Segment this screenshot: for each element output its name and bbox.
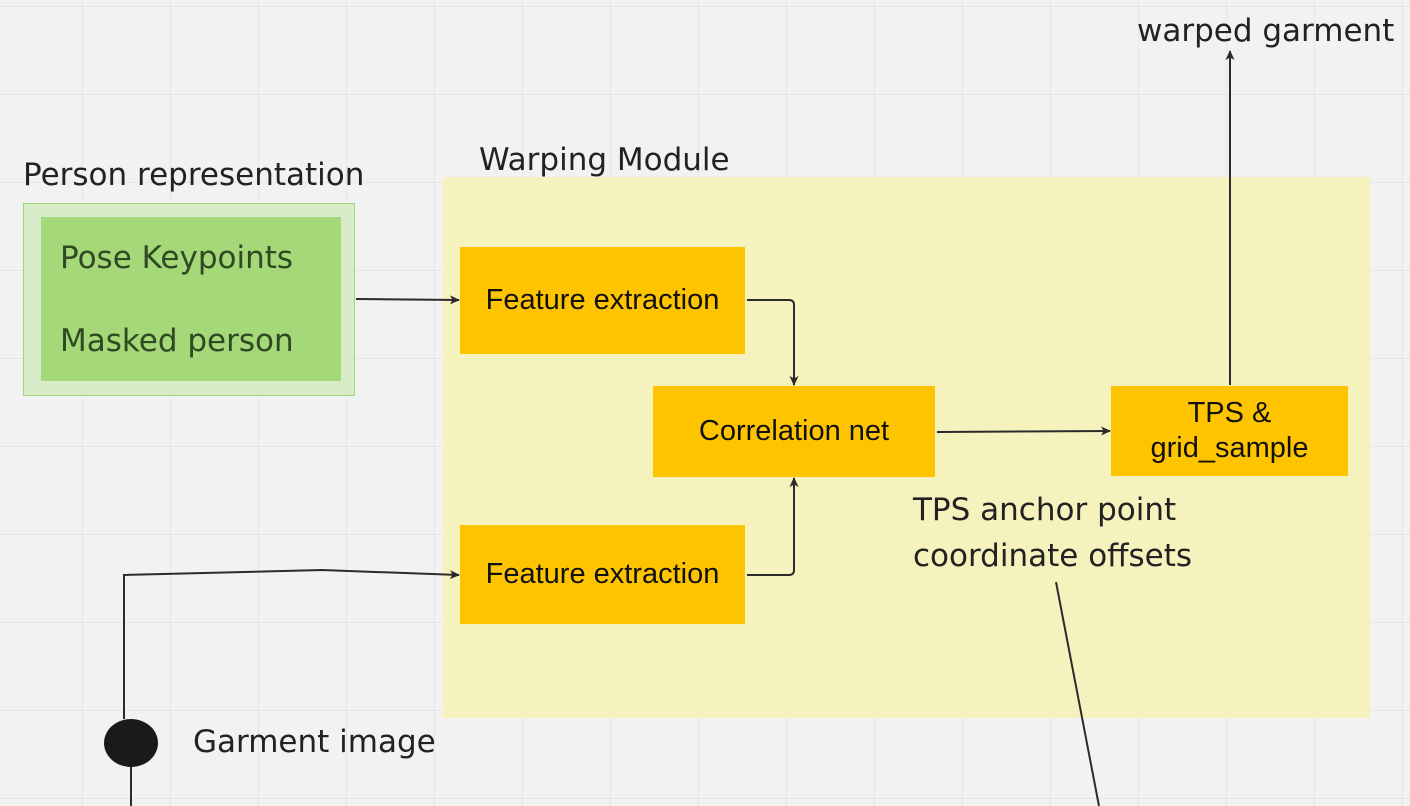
arrow-garment-to-feature-bottom (123, 568, 460, 719)
offsets-label-line1: TPS anchor point (913, 492, 1177, 528)
warped-garment-label: warped garment (1137, 13, 1395, 49)
tps-label-line1: TPS & (1187, 397, 1272, 429)
person-inputs-box[interactable] (41, 217, 341, 381)
offsets-pointer-line (1055, 581, 1100, 806)
masked-person-label: Masked person (60, 323, 294, 359)
pose-keypoints-label: Pose Keypoints (60, 240, 294, 276)
feature-extraction-top-block[interactable]: Feature extraction (460, 247, 745, 354)
arrow-person-to-feature-top (355, 295, 460, 305)
feature-extraction-top-label: Feature extraction (485, 284, 720, 316)
arrow-feature-bottom-to-correlation (747, 477, 799, 576)
feature-extraction-bottom-block[interactable]: Feature extraction (460, 525, 745, 624)
warping-module-title: Warping Module (479, 142, 730, 178)
tps-label-line2: grid_sample (1150, 432, 1309, 464)
arrow-feature-top-to-correlation (747, 299, 799, 386)
arrow-correlation-to-tps (936, 426, 1111, 436)
correlation-net-block[interactable]: Correlation net (653, 386, 935, 477)
garment-input-node[interactable] (104, 719, 158, 767)
feature-extraction-bottom-label: Feature extraction (485, 558, 720, 590)
garment-image-label: Garment image (193, 724, 436, 760)
person-representation-title: Person representation (23, 157, 365, 193)
correlation-net-label: Correlation net (698, 415, 890, 447)
tps-grid-sample-block[interactable]: TPS & grid_sample (1111, 386, 1348, 476)
offsets-label-line2: coordinate offsets (913, 538, 1193, 574)
